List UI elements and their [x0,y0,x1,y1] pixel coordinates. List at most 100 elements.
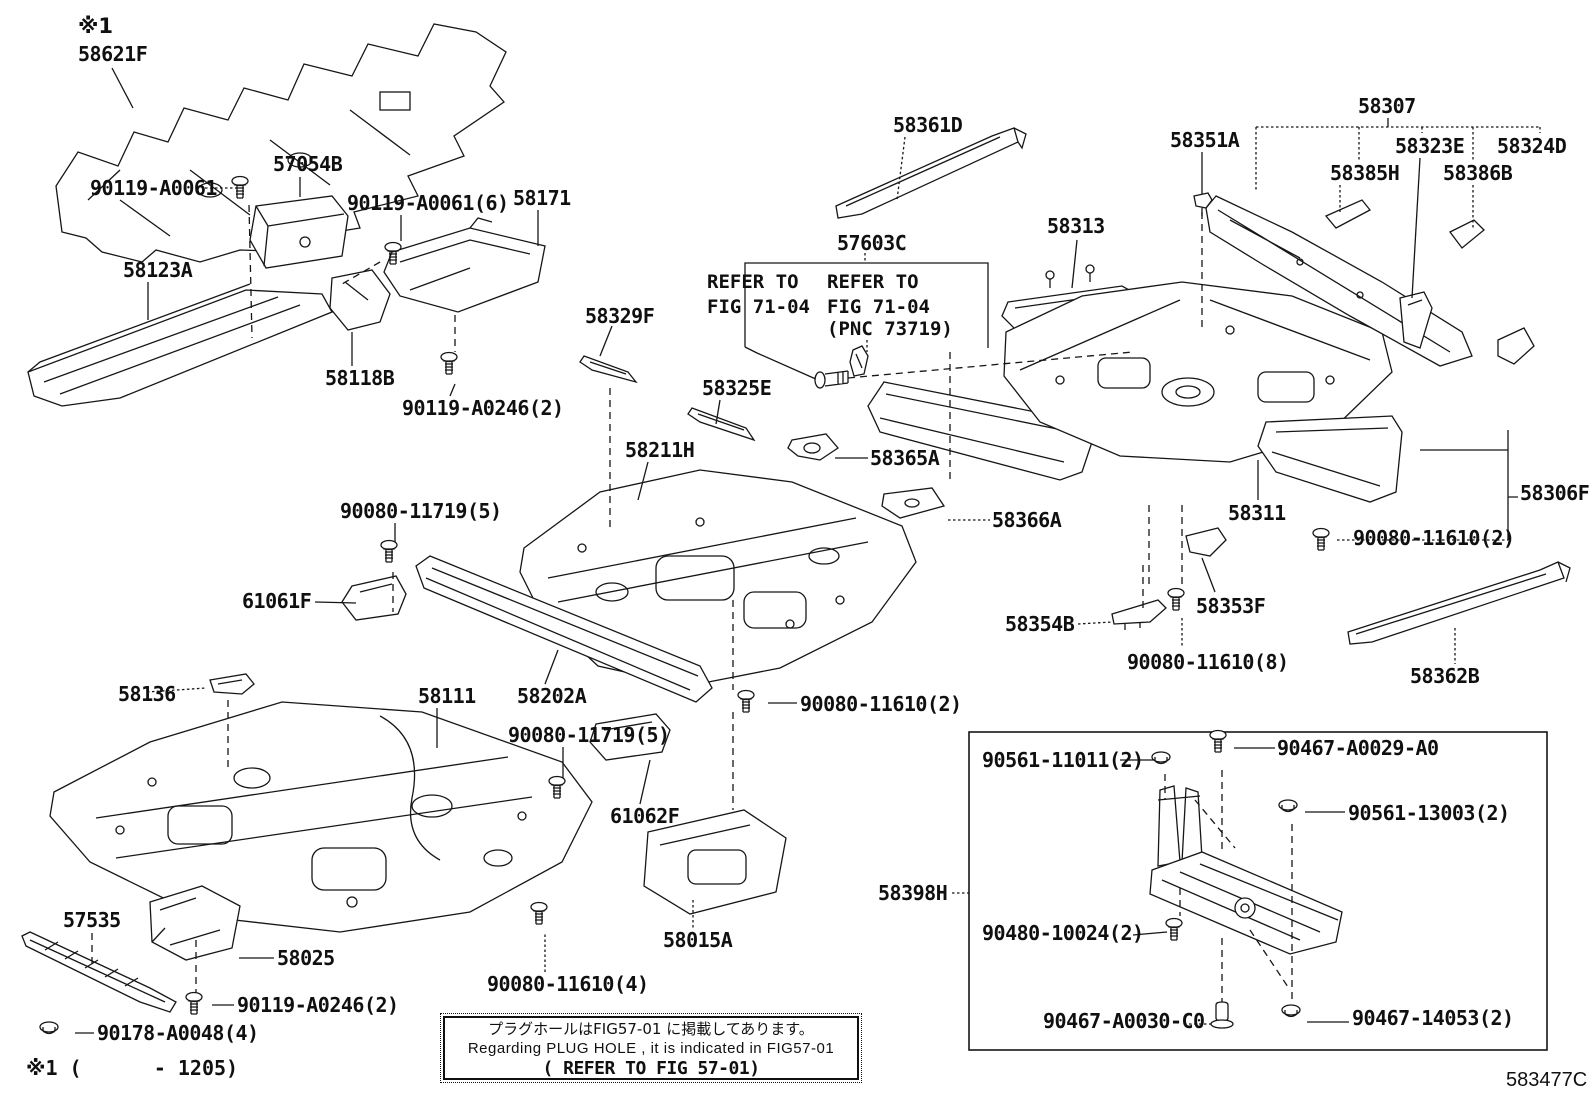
part-plate-58366A [881,487,946,519]
figure-code: 583477C [1506,1069,1588,1091]
refer-note-left-line1: REFER TO [707,271,799,293]
part-member-58123A [27,283,333,407]
part-label-90467-A0030-C0[interactable]: 90467-A0030-C0 [1043,1009,1205,1033]
part-label-58311[interactable]: 58311 [1228,501,1286,525]
part-label-57535[interactable]: 57535 [63,908,121,932]
part-label-90119-A0246-2-b[interactable]: 90119-A0246(2) [237,993,399,1017]
part-label-58111[interactable]: 58111 [418,684,476,708]
part-crossmember-58202A [415,555,713,703]
part-label-58621F[interactable]: 58621F [78,42,148,66]
part-label-57054B[interactable]: 57054B [273,152,343,176]
part-bracket-58118B [329,269,391,331]
part-label-58325E[interactable]: 58325E [702,376,772,400]
bolt-icon [737,689,755,713]
part-center-floor-pan-58211H [519,469,917,687]
part-label-58361D[interactable]: 58361D [893,113,963,137]
part-label-58351A[interactable]: 58351A [1170,128,1240,152]
refer-note-right-line1: REFER TO [827,271,919,293]
part-label-90119-A0061-6[interactable]: 90119-A0061(6) [347,191,509,215]
bolt-icon [185,991,203,1015]
part-clip-58136 [209,673,255,695]
part-bracket-58386B [1449,219,1485,249]
clip-icon [849,345,869,377]
part-rail-58361D [835,127,1027,219]
part-bracket-58353F [1185,527,1227,557]
part-label-57603C[interactable]: 57603C [837,231,907,255]
part-rear-floor-pan-58311 [1003,281,1393,463]
part-pan-58015A [643,809,787,915]
part-bracket-58324D [1497,327,1535,365]
bolt-icon [530,901,548,925]
part-bracket-58365A [787,433,839,461]
part-insulator-57054B [249,195,349,269]
bolt-icon [814,370,849,389]
part-bracket-58025 [149,885,241,961]
assembly-dashed-lines [91,204,1293,1004]
part-label-58365A[interactable]: 58365A [870,446,940,470]
bolt-icon [1312,527,1330,551]
part-label-58323E[interactable]: 58323E [1395,134,1465,158]
carrier-detail-box-58398H [968,731,1548,1051]
part-label-61062F[interactable]: 61062F [610,804,680,828]
part-label-58123A[interactable]: 58123A [123,258,193,282]
part-label-58354B[interactable]: 58354B [1005,612,1075,636]
plug-note-english: Regarding PLUG HOLE , it is indicated in… [467,1039,835,1057]
part-label-58362B[interactable]: 58362B [1410,664,1480,688]
part-bracket-61062F [589,713,671,761]
part-label-58136[interactable]: 58136 [118,682,176,706]
part-label-90080-11719-5-a[interactable]: 90080-11719(5) [340,499,502,523]
part-label-90080-11610-4[interactable]: 90080-11610(4) [487,972,649,996]
refer-note-right-line2: FIG 71-04 [827,296,930,318]
part-label-58025[interactable]: 58025 [277,946,335,970]
refer-note-left-line2: FIG 71-04 [707,296,810,318]
fasteners [39,175,1330,1035]
nut-icon [39,1021,59,1035]
part-label-90467-A0029-A0[interactable]: 90467-A0029-A0 [1277,736,1439,760]
refer-note-right-line3: (PNC 73719) [827,318,953,340]
part-label-90561-11011-2[interactable]: 90561-11011(2) [982,748,1144,772]
part-label-58118B[interactable]: 58118B [325,366,395,390]
part-label-61061F[interactable]: 61061F [242,589,312,613]
leader-lines-dotted [146,126,1541,1025]
part-plate-58329F [579,355,638,384]
part-label-58307[interactable]: 58307 [1358,94,1416,118]
part-plate-58354B [1111,599,1167,630]
part-label-58366A[interactable]: 58366A [992,508,1062,532]
part-sill-57535 [21,931,177,1013]
part-label-90080-11610-2-r[interactable]: 90080-11610(2) [1353,526,1515,550]
part-label-58324D[interactable]: 58324D [1497,134,1567,158]
part-label-90080-11719-5-b[interactable]: 90080-11719(5) [508,723,670,747]
plug-hole-note-box: プラグホールはFIG57-01 に掲載してあります。 Regarding PLU… [440,1013,862,1083]
variant-mark: ※1 [78,14,114,38]
part-label-58398H[interactable]: 58398H [878,881,948,905]
plug-note-japanese: プラグホールはFIG57-01 に掲載してあります。 [488,1019,814,1038]
part-label-90561-13003-2[interactable]: 90561-13003(2) [1348,801,1510,825]
part-label-90119-A0061[interactable]: 90119-A0061 [90,176,217,200]
part-label-58386B[interactable]: 58386B [1443,161,1513,185]
part-label-90178-A0048-4[interactable]: 90178-A0048(4) [97,1021,259,1045]
part-label-58313[interactable]: 58313 [1047,214,1105,238]
plug-note-reference: ( REFER TO FIG 57-01) [542,1057,760,1079]
part-front-floor-pan-58111 [49,701,593,933]
part-label-58306F[interactable]: 58306F [1520,481,1590,505]
part-label-58211H[interactable]: 58211H [625,438,695,462]
part-heat-shield-58171 [383,217,546,313]
part-label-58202A[interactable]: 58202A [517,684,587,708]
part-label-58353F[interactable]: 58353F [1196,594,1266,618]
part-silencer-58621F [55,23,507,263]
part-label-58015A[interactable]: 58015A [663,928,733,952]
part-label-58385H[interactable]: 58385H [1330,161,1400,185]
part-label-90119-A0246-2[interactable]: 90119-A0246(2) [402,396,564,420]
leader-lines [75,67,1518,1034]
part-label-58171[interactable]: 58171 [513,186,571,210]
part-label-90467-14053-2[interactable]: 90467-14053(2) [1352,1006,1514,1030]
part-label-90480-10024-2[interactable]: 90480-10024(2) [982,921,1144,945]
part-member-58306F [1257,415,1403,503]
part-label-58329F[interactable]: 58329F [585,304,655,328]
bolt-icon [1167,587,1185,611]
part-label-90080-11610-8[interactable]: 90080-11610(8) [1127,650,1289,674]
part-label-90080-11610-2-c[interactable]: 90080-11610(2) [800,692,962,716]
part-plate-58325E [687,407,756,442]
